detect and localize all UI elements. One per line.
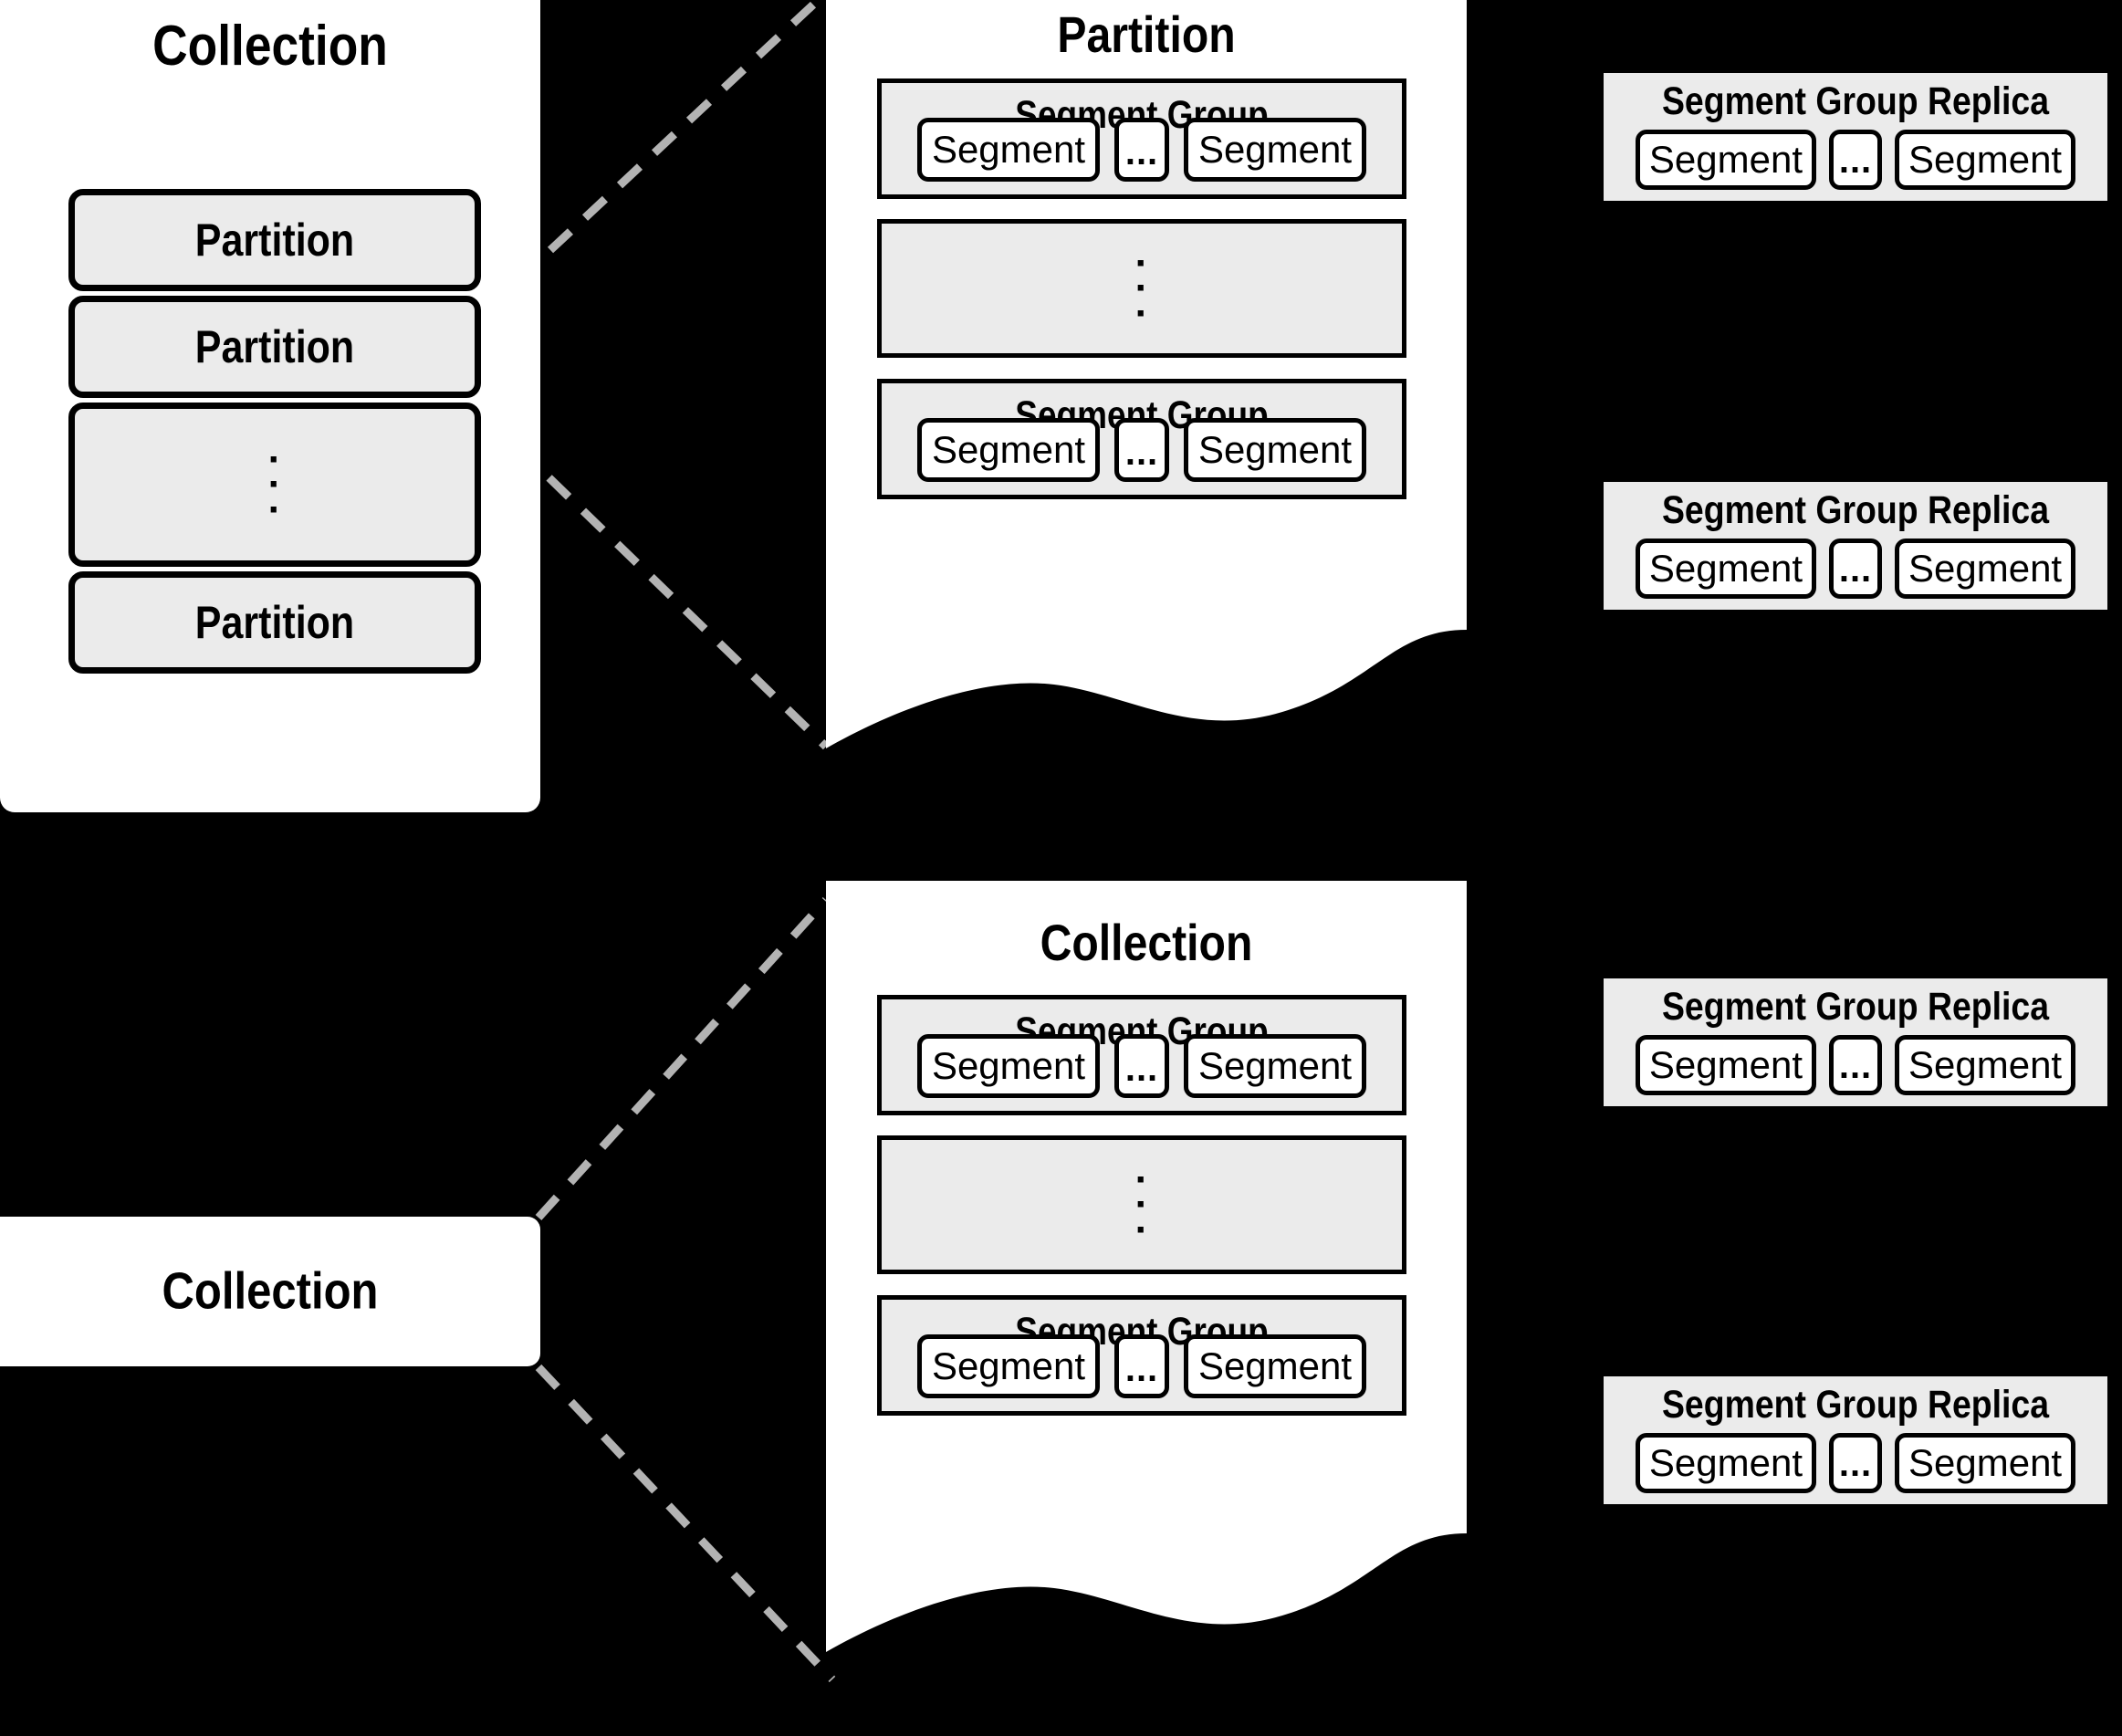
- segment-ellipsis-icon: ...: [1829, 539, 1882, 599]
- segment-group[interactable]: Segment Group Segment ... Segment: [877, 78, 1406, 199]
- segment-box[interactable]: Segment: [1895, 1035, 2076, 1095]
- dot-glyph: ·: [267, 486, 282, 532]
- dot-glyph: ·: [267, 437, 282, 483]
- left-collection-title: Collection: [152, 15, 388, 78]
- partition-row[interactable]: Partition: [68, 296, 481, 398]
- segment-ellipsis-icon: ...: [1829, 1035, 1882, 1095]
- segment-row: Segment ... Segment: [1604, 539, 2107, 599]
- segment-box[interactable]: Segment: [917, 1334, 1100, 1398]
- left-collection-chip[interactable]: Collection: [0, 1217, 540, 1366]
- vertical-ellipsis-icon: · · ·: [75, 437, 475, 532]
- segment-box[interactable]: Segment: [1184, 118, 1366, 182]
- segment-box[interactable]: Segment: [1895, 539, 2076, 599]
- dot-glyph: ·: [1134, 241, 1149, 287]
- connector-collection-bottom: [535, 1364, 836, 1683]
- collection-detail-panel: Collection Segment Group Segment ... Seg…: [826, 881, 1467, 1734]
- connector-collection-top: [535, 896, 830, 1221]
- segment-group[interactable]: Segment Group Segment ... Segment: [877, 379, 1406, 499]
- segment-group-ellipsis-spacer: · · ·: [877, 1135, 1406, 1274]
- left-collection-panel: Collection Partition Partition · · · Par…: [0, 0, 540, 812]
- segment-box[interactable]: Segment: [1895, 130, 2076, 190]
- partition-label: Partition: [194, 597, 355, 648]
- segment-group-replica[interactable]: Segment Group Replica Segment ... Segmen…: [1604, 978, 2107, 1106]
- partition-row[interactable]: Partition: [68, 571, 481, 674]
- collection-panel-title: Collection: [1040, 914, 1253, 971]
- segment-box[interactable]: Segment: [1635, 1035, 1816, 1095]
- segment-row: Segment ... Segment: [1604, 1035, 2107, 1095]
- segment-ellipsis-icon: ...: [1114, 1034, 1169, 1098]
- segment-group-replica[interactable]: Segment Group Replica Segment ... Segmen…: [1604, 482, 2107, 610]
- segment-box[interactable]: Segment: [1635, 539, 1816, 599]
- segment-row: Segment ... Segment: [882, 418, 1402, 482]
- segment-ellipsis-icon: ...: [1114, 1334, 1169, 1398]
- segment-group-replica[interactable]: Segment Group Replica Segment ... Segmen…: [1604, 73, 2107, 201]
- dot-glyph: ·: [1134, 1182, 1149, 1228]
- vertical-ellipsis-icon: · · ·: [882, 1157, 1402, 1252]
- dot-glyph: ·: [267, 462, 282, 507]
- segment-box[interactable]: Segment: [1184, 1334, 1366, 1398]
- segment-box[interactable]: Segment: [1635, 1433, 1816, 1493]
- segment-row: Segment ... Segment: [882, 1334, 1402, 1398]
- partition-detail-panel: Partition Segment Group Segment ... Segm…: [826, 0, 1467, 812]
- partition-row[interactable]: Partition: [68, 189, 481, 291]
- segment-box[interactable]: Segment: [1184, 1034, 1366, 1098]
- segment-group-replica-title: Segment Group Replica: [1661, 79, 2050, 123]
- segment-box[interactable]: Segment: [917, 1034, 1100, 1098]
- segment-box[interactable]: Segment: [1635, 130, 1816, 190]
- segment-row: Segment ... Segment: [1604, 1433, 2107, 1493]
- dot-glyph: ·: [1134, 266, 1149, 311]
- dot-glyph: ·: [1134, 1157, 1149, 1203]
- segment-ellipsis-icon: ...: [1114, 118, 1169, 182]
- segment-ellipsis-icon: ...: [1114, 418, 1169, 482]
- partition-label: Partition: [194, 214, 355, 266]
- segment-ellipsis-icon: ...: [1829, 1433, 1882, 1493]
- segment-box[interactable]: Segment: [917, 118, 1100, 182]
- segment-group[interactable]: Segment Group Segment ... Segment: [877, 1295, 1406, 1416]
- segment-box[interactable]: Segment: [1895, 1433, 2076, 1493]
- partition-panel-title: Partition: [1057, 5, 1236, 63]
- segment-ellipsis-icon: ...: [1829, 130, 1882, 190]
- segment-row: Segment ... Segment: [1604, 130, 2107, 190]
- dot-glyph: ·: [1134, 1207, 1149, 1252]
- segment-group-replica-title: Segment Group Replica: [1661, 1383, 2050, 1427]
- dot-glyph: ·: [1134, 290, 1149, 336]
- partition-label: Partition: [194, 321, 355, 372]
- segment-row: Segment ... Segment: [882, 118, 1402, 182]
- segment-group[interactable]: Segment Group Segment ... Segment: [877, 995, 1406, 1115]
- segment-box[interactable]: Segment: [1184, 418, 1366, 482]
- segment-group-replica-title: Segment Group Replica: [1661, 488, 2050, 532]
- segment-group-replica-title: Segment Group Replica: [1661, 985, 2050, 1029]
- vertical-ellipsis-icon: · · ·: [882, 241, 1402, 336]
- left-collection-chip-title: Collection: [162, 1261, 379, 1321]
- segment-group-replica[interactable]: Segment Group Replica Segment ... Segmen…: [1604, 1376, 2107, 1504]
- segment-box[interactable]: Segment: [917, 418, 1100, 482]
- segment-row: Segment ... Segment: [882, 1034, 1402, 1098]
- segment-group-ellipsis-spacer: · · ·: [877, 219, 1406, 358]
- partition-row-ellipsis: · · ·: [68, 403, 481, 567]
